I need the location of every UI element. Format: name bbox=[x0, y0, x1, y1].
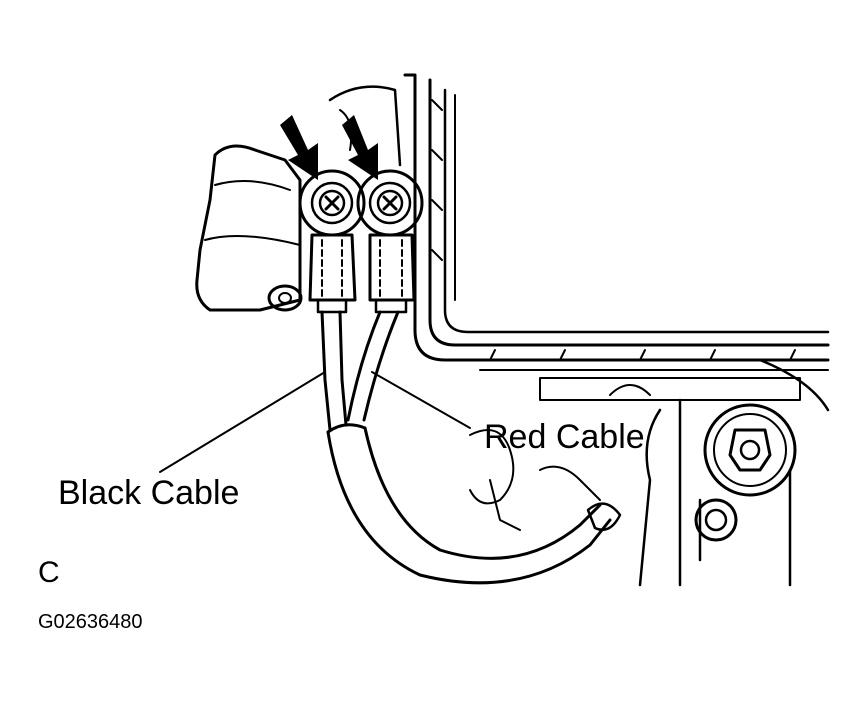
terminal-right bbox=[356, 169, 424, 314]
terminal-left bbox=[298, 169, 366, 314]
cable-sheath bbox=[326, 423, 622, 585]
arrow-icon bbox=[342, 115, 378, 180]
arrow-icon bbox=[280, 115, 318, 180]
figure-code: G02636480 bbox=[38, 611, 143, 633]
black-cable bbox=[320, 310, 348, 432]
pulley-assembly bbox=[469, 398, 797, 587]
leader-line bbox=[371, 371, 471, 429]
leader-line bbox=[159, 371, 326, 473]
mounting-bracket bbox=[195, 85, 402, 312]
black-cable-label: Black Cable bbox=[58, 474, 239, 512]
red-cable bbox=[346, 310, 400, 422]
housing-frame bbox=[403, 73, 830, 412]
red-cable-label: Red Cable bbox=[484, 418, 645, 456]
view-letter: C bbox=[38, 556, 60, 589]
